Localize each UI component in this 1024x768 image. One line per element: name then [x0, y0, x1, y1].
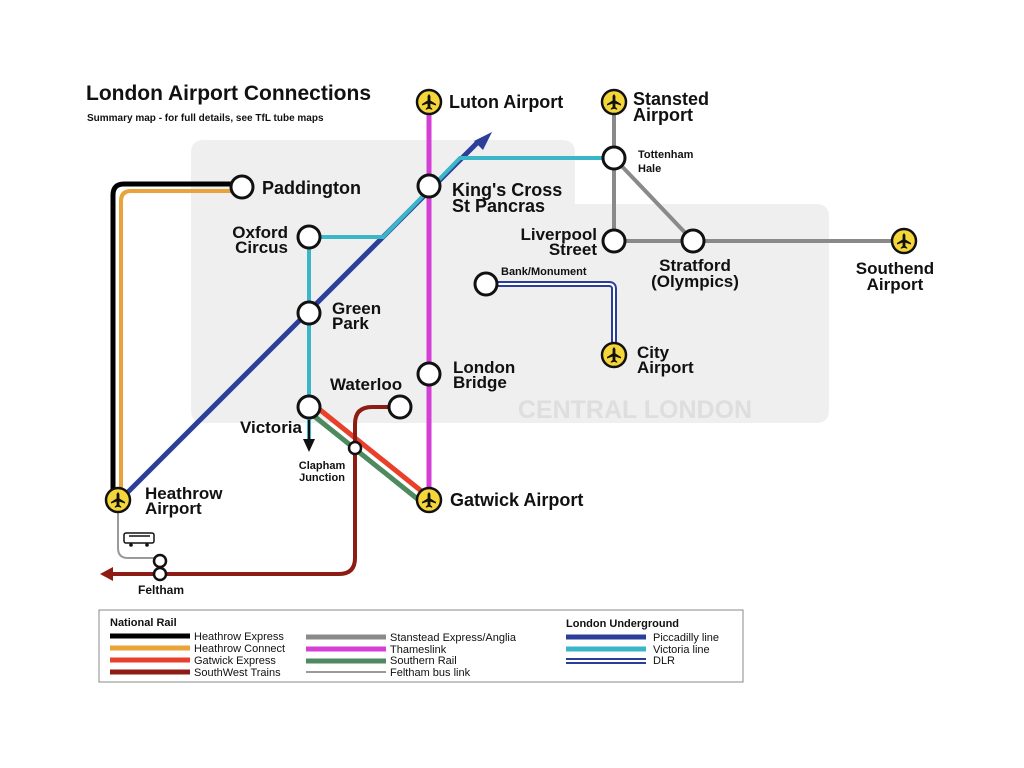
airport-icon-stansted[interactable]	[600, 88, 628, 116]
label-clapham-line2: Junction	[299, 472, 345, 484]
label-london-bridge-line1: London	[453, 358, 515, 377]
label-paddington: Paddington	[262, 178, 361, 198]
gatwick-express-line	[312, 403, 432, 500]
legend-victoria: Victoria line	[653, 644, 710, 656]
legend-national-rail-title: National Rail	[110, 617, 177, 629]
label-stansted-line1: Stansted	[633, 89, 709, 109]
legend-stansted-express: Stanstead Express/Anglia	[390, 632, 517, 644]
legend-southern: Southern Rail	[390, 655, 457, 667]
southwest-trains-line	[112, 405, 400, 576]
legend-gatwick-express: Gatwick Express	[194, 655, 276, 667]
label-clapham-line1: Clapham	[299, 460, 346, 472]
legend-heathrow-express: Heathrow Express	[194, 631, 284, 643]
station-marker-stratford[interactable]	[680, 228, 706, 254]
station-marker-green-park[interactable]	[296, 300, 322, 326]
airport-icon-gatwick[interactable]	[415, 486, 443, 514]
label-oxford-circus-line1: Oxford	[232, 223, 288, 242]
airport-icon-luton[interactable]	[415, 88, 443, 116]
label-bank: Bank/Monument	[501, 266, 587, 278]
label-gatwick: Gatwick Airport	[450, 490, 583, 510]
label-heathrow-line1: Heathrow	[145, 484, 223, 503]
victoria-line-arrow	[303, 439, 315, 452]
dlr-line-inner	[486, 283, 615, 355]
station-marker-oxford-circus[interactable]	[296, 224, 322, 250]
label-heathrow-line2: Airport	[145, 499, 202, 518]
map-subtitle: Summary map - for full details, see TfL …	[87, 113, 324, 124]
label-london-bridge-line2: Bridge	[453, 373, 507, 392]
southwest-trains-arrow	[100, 567, 113, 581]
label-tottenham-hale-line2: Hale	[638, 163, 661, 175]
piccadilly-arrow	[474, 132, 492, 150]
bus-icon	[123, 532, 155, 547]
label-city-airport-line2: Airport	[637, 358, 694, 377]
label-luton: Luton Airport	[449, 92, 563, 112]
label-waterloo: Waterloo	[330, 375, 402, 394]
station-marker-liverpool-street[interactable]	[601, 228, 627, 254]
label-tottenham-hale-line1: Tottenham	[638, 149, 694, 161]
legend-piccadilly: Piccadilly line	[653, 632, 719, 644]
label-southend-line2: Airport	[867, 275, 924, 294]
southern-line	[307, 410, 427, 507]
feltham-bus-link	[117, 502, 160, 559]
station-marker-paddington[interactable]	[229, 174, 255, 200]
label-liverpool-street-line1: Liverpool	[520, 225, 597, 244]
label-stansted-line2: Airport	[633, 105, 693, 125]
legend-southwest-trains: SouthWest Trains	[194, 667, 281, 679]
label-liverpool-street-line2: Street	[549, 240, 598, 259]
airport-icon-heathrow[interactable]	[104, 486, 132, 514]
label-green-park-line2: Park	[332, 314, 369, 333]
label-stratford-line1: Stratford	[659, 256, 731, 275]
label-green-park-line1: Green	[332, 299, 381, 318]
central-london-label: CENTRAL LONDON	[518, 396, 752, 424]
station-marker-clapham[interactable]	[347, 440, 363, 456]
label-oxford-circus-line2: Circus	[235, 238, 288, 257]
station-marker-feltham[interactable]	[152, 566, 168, 582]
legend-heathrow-connect: Heathrow Connect	[194, 643, 285, 655]
station-marker-victoria[interactable]	[296, 394, 322, 420]
station-marker-bank[interactable]	[473, 271, 499, 297]
airport-icon-city[interactable]	[600, 341, 628, 369]
legend: National Rail Heathrow Express Heathrow …	[98, 609, 744, 683]
label-feltham: Feltham	[138, 583, 184, 597]
stansted-express-branch	[612, 156, 695, 243]
label-city-airport-line1: City	[637, 343, 670, 362]
station-marker-london-bridge[interactable]	[416, 361, 442, 387]
label-victoria: Victoria	[240, 418, 303, 437]
label-kings-cross-line2: St Pancras	[452, 196, 545, 216]
label-southend-line1: Southend	[856, 259, 934, 278]
station-marker-kings-cross[interactable]	[416, 173, 442, 199]
station-marker-waterloo[interactable]	[387, 394, 413, 420]
map-title: London Airport Connections	[86, 82, 371, 105]
legend-dlr: DLR	[653, 655, 675, 667]
legend-thameslink: Thameslink	[390, 644, 447, 656]
label-kings-cross-line1: King's Cross	[452, 180, 562, 200]
legend-underground-title: London Underground	[566, 618, 679, 630]
heathrow-connect-line	[119, 189, 242, 500]
station-marker-tottenham-hale[interactable]	[601, 145, 627, 171]
legend-feltham-bus: Feltham bus link	[390, 667, 471, 679]
heathrow-express-line	[110, 181, 242, 500]
airport-icon-southend[interactable]	[890, 227, 918, 255]
label-stratford-line2: (Olympics)	[651, 272, 739, 291]
station-marker-feltham-upper[interactable]	[152, 553, 168, 569]
